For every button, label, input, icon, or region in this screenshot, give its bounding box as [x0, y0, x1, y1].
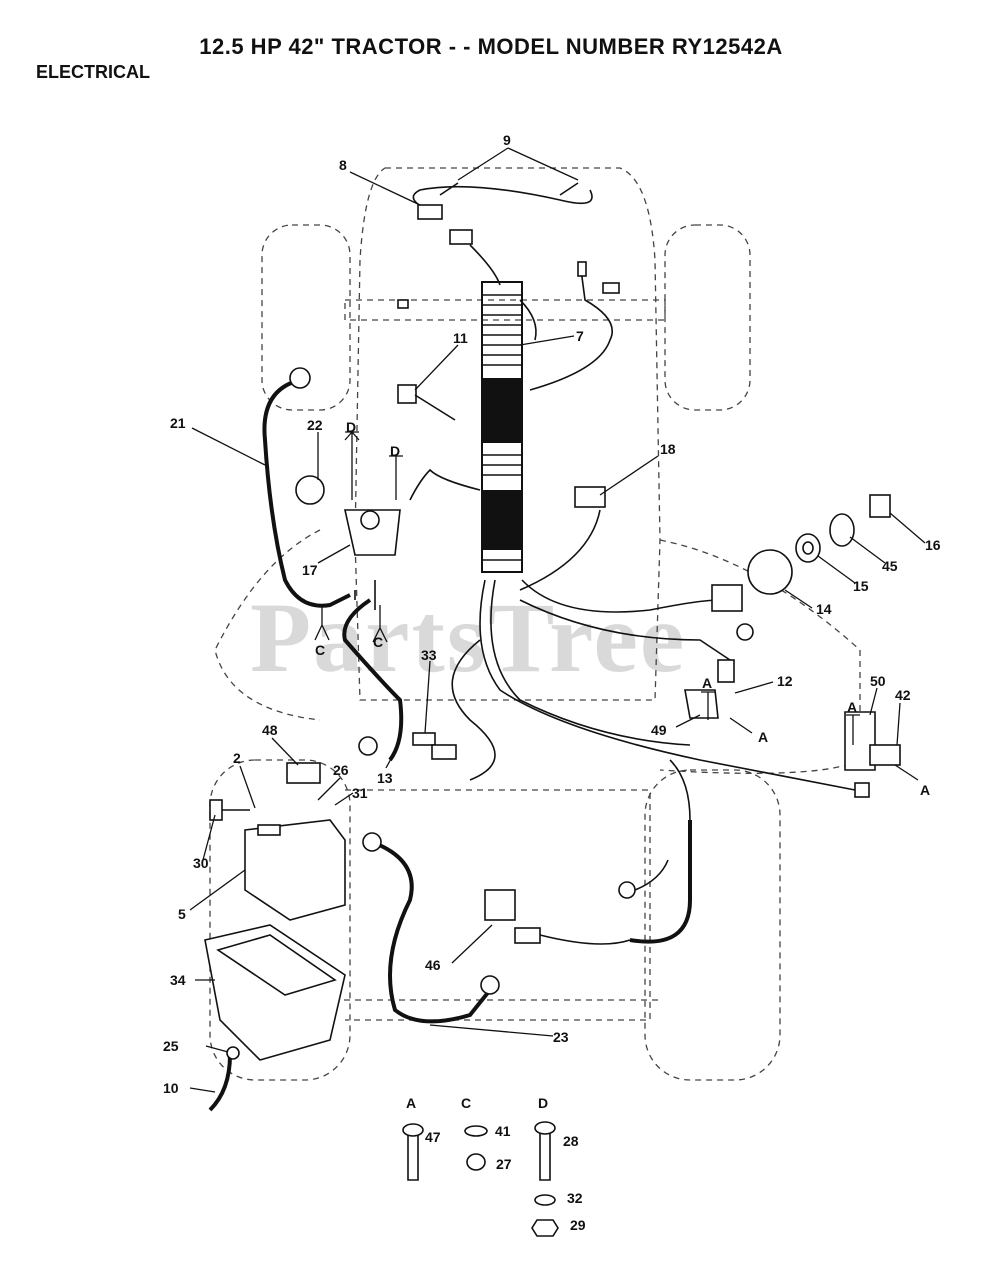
- page-title: 12.5 HP 42" TRACTOR - - MODEL NUMBER RY1…: [199, 34, 783, 59]
- marker-c-2: C: [373, 634, 383, 650]
- legend-header-d: D: [538, 1095, 548, 1111]
- legend-27: 27: [496, 1156, 512, 1172]
- callout-49: 49: [651, 722, 667, 738]
- hardware-legend-labels: A C D 47 41 27 28 32 29: [406, 1095, 586, 1233]
- callout-21: 21: [170, 415, 186, 431]
- callout-labels: 9 8 7 11 22 21 18 16 45 15 14 17 12 50 4…: [163, 132, 941, 1096]
- marker-d-1: D: [346, 419, 356, 435]
- callout-9: 9: [503, 132, 511, 148]
- callout-42: 42: [895, 687, 911, 703]
- legend-41: 41: [495, 1123, 511, 1139]
- callout-45: 45: [882, 558, 898, 574]
- callout-11: 11: [453, 330, 468, 346]
- watermark: PartsTree: [250, 582, 687, 693]
- callout-46: 46: [425, 957, 441, 973]
- hardware-legend: [402, 1121, 559, 1237]
- callout-12: 12: [777, 673, 793, 689]
- leader-lines: [189, 147, 926, 1093]
- callout-31: 31: [352, 785, 368, 801]
- wiring-harness: [397, 182, 856, 791]
- callout-25: 25: [163, 1038, 179, 1054]
- legend-28: 28: [563, 1133, 579, 1149]
- marker-a-4: A: [920, 782, 930, 798]
- callout-48: 48: [262, 722, 278, 738]
- callout-50: 50: [870, 673, 886, 689]
- connector-33: [412, 732, 457, 760]
- callout-10: 10: [163, 1080, 179, 1096]
- callout-17: 17: [302, 562, 318, 578]
- legend-47: 47: [425, 1129, 441, 1145]
- callout-13: 13: [377, 770, 393, 786]
- callout-26: 26: [333, 762, 349, 778]
- callout-7: 7: [576, 328, 584, 344]
- marker-c-1: C: [315, 642, 325, 658]
- battery-assembly: [204, 762, 500, 1112]
- legend-header-a: A: [406, 1095, 416, 1111]
- callout-16: 16: [925, 537, 941, 553]
- callout-34: 34: [170, 972, 186, 988]
- marker-a-3: A: [847, 699, 857, 715]
- callout-18: 18: [660, 441, 676, 457]
- connector-11: [397, 384, 456, 421]
- callout-2: 2: [233, 750, 241, 766]
- solenoid-46: [484, 759, 692, 945]
- switches-right: [684, 494, 901, 798]
- section-heading: ELECTRICAL: [36, 62, 150, 82]
- legend-32: 32: [567, 1190, 583, 1206]
- callout-33: 33: [421, 647, 437, 663]
- legend-29: 29: [570, 1217, 586, 1233]
- callout-22: 22: [307, 417, 323, 433]
- callout-23: 23: [553, 1029, 569, 1045]
- callout-30: 30: [193, 855, 209, 871]
- reference-markers: [314, 431, 919, 781]
- callout-14: 14: [816, 601, 832, 617]
- marker-a-1: A: [702, 675, 712, 691]
- marker-d-2: D: [390, 443, 400, 459]
- marker-a-2: A: [758, 729, 768, 745]
- legend-header-c: C: [461, 1095, 471, 1111]
- callout-5: 5: [178, 906, 186, 922]
- solenoid-17: [262, 367, 404, 762]
- callout-15: 15: [853, 578, 869, 594]
- callout-8: 8: [339, 157, 347, 173]
